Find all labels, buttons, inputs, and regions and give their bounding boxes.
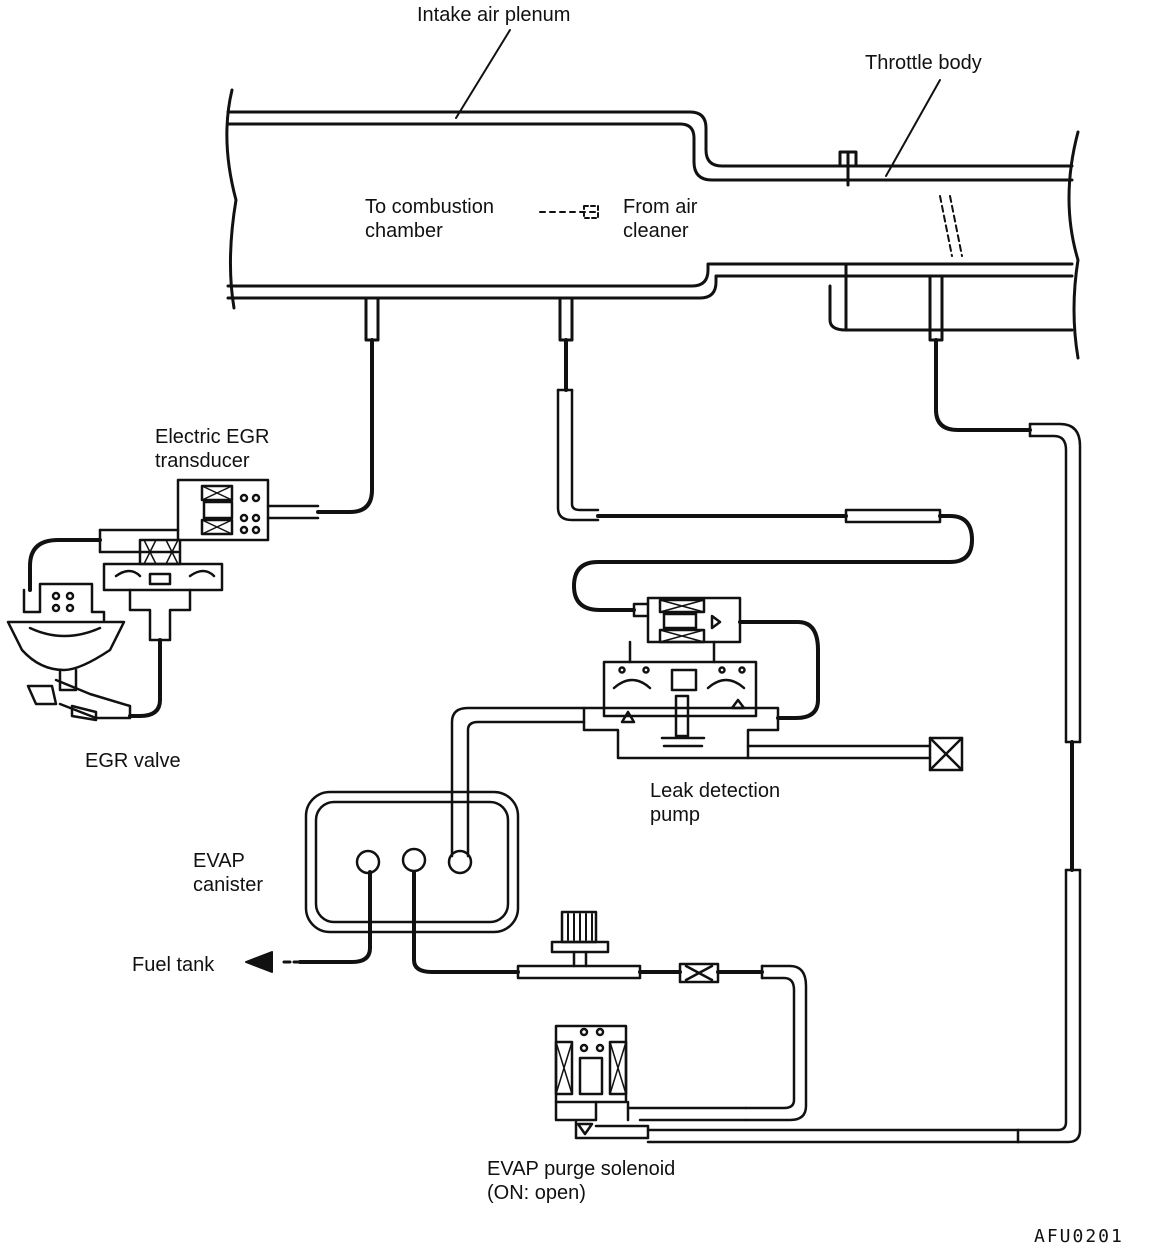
label-purge-solenoid-line1: EVAP purge solenoid (487, 1158, 676, 1180)
egr-transducer (98, 478, 270, 642)
check-valve (678, 962, 720, 984)
label-from-air-line1: From air (623, 196, 698, 218)
rigid-tubes (266, 388, 1082, 1144)
evap-canister (304, 790, 520, 934)
egr-valve (6, 582, 132, 722)
vacuum-hoses (28, 338, 1074, 974)
figure-code: AFU0201 (1034, 1226, 1124, 1247)
label-leak-pump-line2: pump (650, 804, 701, 826)
label-egr-valve: EGR valve (85, 750, 181, 772)
label-leak-pump-line1: Leak detection (650, 780, 781, 802)
intake-air-plenum (225, 88, 1080, 360)
leader-lines (455, 29, 941, 177)
label-fuel-tank: Fuel tank (132, 954, 215, 976)
label-from-air-line2: cleaner (623, 220, 689, 242)
label-throttle-body: Throttle body (865, 52, 982, 74)
label-evap-canister-line1: EVAP (193, 850, 245, 872)
label-purge-solenoid-line2: (ON: open) (487, 1182, 586, 1204)
label-egr-transducer-line2: transducer (155, 450, 250, 472)
label-to-combustion-line1: To combustion (365, 196, 494, 218)
air-filter-box (928, 736, 964, 772)
label-egr-transducer-line1: Electric EGR (155, 426, 270, 448)
arrow-head-left-icon (245, 951, 273, 973)
evap-purge-solenoid (554, 1024, 650, 1140)
label-evap-canister-line2: canister (193, 874, 264, 896)
leak-detection-pump (582, 596, 780, 760)
vent-filter (516, 910, 642, 980)
label-intake-air-plenum: Intake air plenum (417, 4, 571, 26)
label-to-combustion-line2: chamber (365, 220, 443, 242)
